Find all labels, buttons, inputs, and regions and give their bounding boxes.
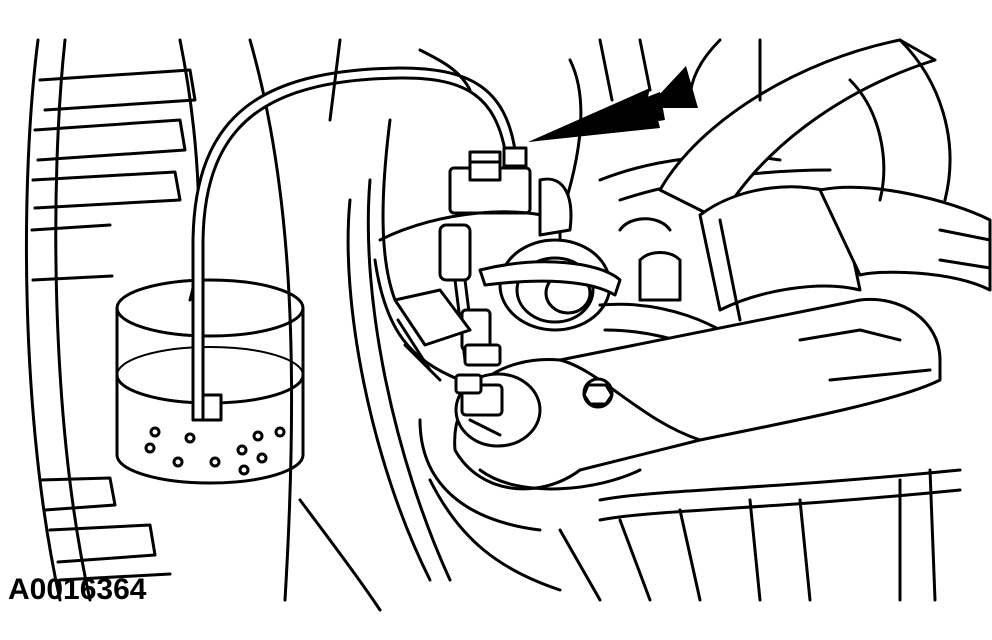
air-bubbles xyxy=(144,426,286,476)
fluid-container xyxy=(115,278,305,485)
brake-caliper xyxy=(346,118,562,582)
arrow-icon xyxy=(528,66,698,142)
figure-id: A0016364 xyxy=(8,573,147,606)
background-lines xyxy=(328,38,992,270)
lower-arm xyxy=(453,297,942,491)
dust-boot xyxy=(478,238,762,382)
upper-arm xyxy=(538,38,992,322)
knuckle-lower xyxy=(418,418,962,602)
